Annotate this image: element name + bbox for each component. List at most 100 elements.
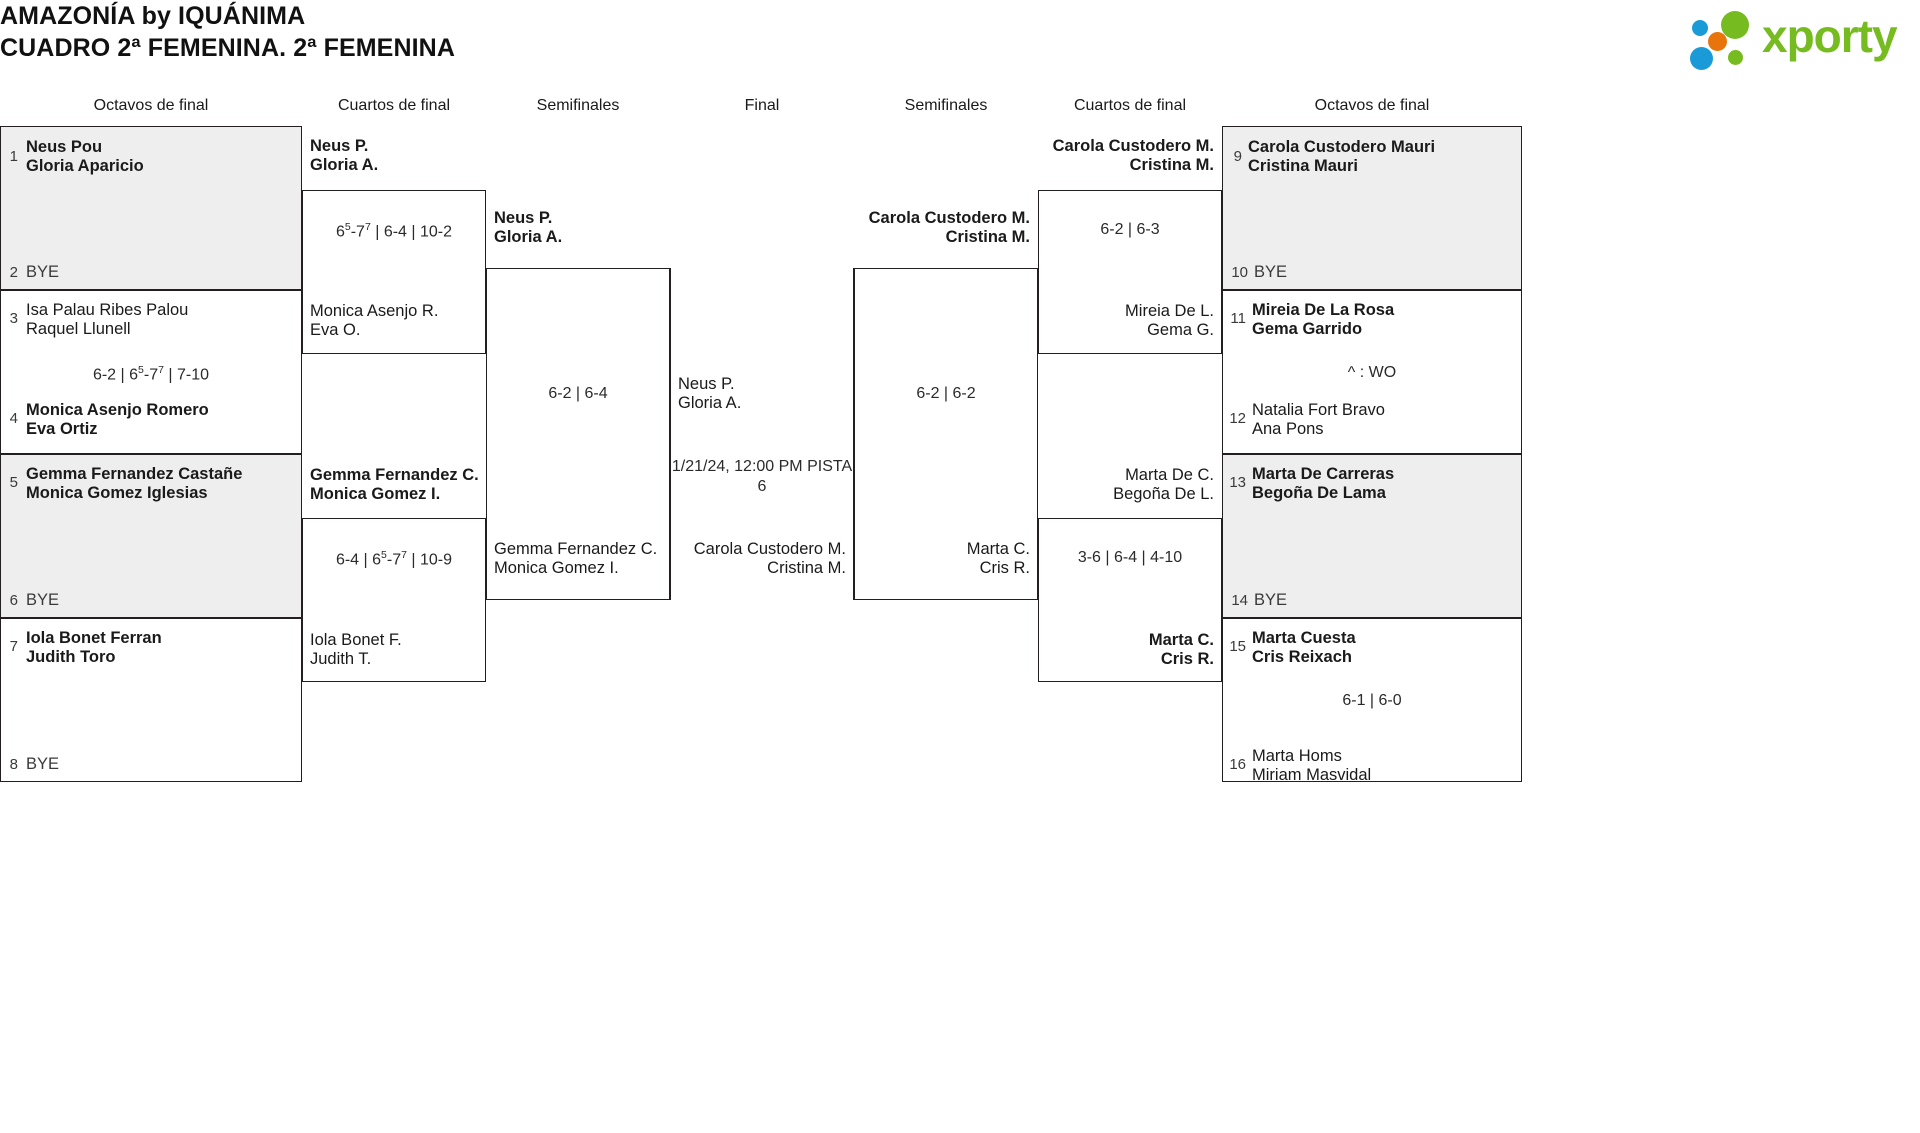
match-score: ^ : WO — [1347, 364, 1397, 381]
match-score: 6-2 | 65-77 | 7-10 — [92, 364, 210, 384]
player-name: Gemma Fernandez Castañe — [26, 465, 243, 483]
r16-match-left-4[interactable] — [0, 618, 302, 782]
player-name: Gema G. — [1147, 321, 1214, 339]
player-name: Neus P. — [494, 209, 553, 227]
player-name: Marta C. — [1148, 631, 1214, 649]
player-name: Monica Gomez Iglesias — [26, 484, 208, 502]
player-name: Monica Gomez I. — [494, 559, 619, 577]
player-name: Cris Reixach — [1252, 648, 1352, 666]
r16-match-left-1[interactable] — [0, 126, 302, 290]
logo-wordmark: xporty — [1762, 10, 1898, 62]
player-name: Cristina M. — [1129, 156, 1214, 174]
seed-number: 12 — [1229, 410, 1246, 427]
seed-number: 14 — [1231, 592, 1248, 609]
round-heading-final: Final — [744, 97, 780, 114]
seed-number: 2 — [9, 264, 18, 281]
seed-number: 10 — [1231, 264, 1248, 281]
player-name: Gema Garrido — [1252, 320, 1363, 338]
player-name: Gemma Fernandez C. — [310, 466, 479, 484]
match-score: 6-1 | 6-0 — [1342, 692, 1402, 709]
player-name: Natalia Fort Bravo — [1252, 401, 1385, 419]
player-name: Cris R. — [979, 559, 1030, 577]
player-name: Judith T. — [310, 650, 372, 668]
seed-number: 5 — [9, 474, 18, 491]
qf-match-right-1[interactable] — [1038, 190, 1222, 354]
player-name: Cris R. — [1160, 650, 1214, 668]
finalist-bottom-name: Cristina M. — [767, 559, 846, 577]
player-name: Mireia De L. — [1125, 302, 1214, 320]
seed-number: 1 — [9, 148, 18, 165]
player-name: Carola Custodero M. — [868, 209, 1030, 227]
seed-number: 13 — [1229, 474, 1246, 491]
player-name: Marta Homs — [1252, 747, 1342, 765]
round-heading-left-sf: Semifinales — [536, 97, 620, 114]
match-score: 6-4 | 65-77 | 10-9 — [335, 549, 453, 569]
player-name: Neus P. — [310, 137, 369, 155]
bye-label: BYE — [26, 755, 60, 773]
seed-number: 16 — [1229, 756, 1246, 773]
player-name: Monica Gomez I. — [310, 485, 441, 503]
player-name: Monica Asenjo Romero — [26, 401, 209, 419]
qf-match-left-2[interactable] — [302, 518, 486, 682]
qf-match-left-1[interactable] — [302, 190, 486, 354]
player-name: Cristina Mauri — [1248, 157, 1359, 175]
page-title: AMAZONÍA by IQUÁNIMA CUADRO 2ª FEMENINA.… — [0, 0, 455, 64]
seed-number: 8 — [9, 756, 18, 773]
player-name: Mireia De La Rosa — [1252, 301, 1395, 319]
player-name: Cristina M. — [945, 228, 1030, 246]
sf-match-right[interactable] — [854, 268, 1038, 600]
player-name: Marta De Carreras — [1252, 465, 1395, 483]
r16-match-right-2[interactable] — [1222, 290, 1522, 454]
sf-match-left[interactable] — [486, 268, 670, 600]
logo-dot-blue-small — [1692, 20, 1708, 36]
tournament-name: AMAZONÍA by IQUÁNIMA — [0, 2, 306, 30]
match-score: 3-6 | 6-4 | 4-10 — [1077, 549, 1183, 566]
player-name: Ana Pons — [1252, 420, 1324, 438]
player-name: Gloria A. — [494, 228, 563, 246]
player-name: Iola Bonet Ferran — [26, 629, 162, 647]
match-score: 6-2 | 6-3 — [1100, 221, 1160, 238]
finalist-top-name: Gloria A. — [678, 394, 742, 412]
seed-number: 3 — [9, 310, 18, 327]
match-score: 6-2 | 6-4 — [548, 385, 608, 402]
r16-match-right-1[interactable] — [1222, 126, 1522, 290]
round-heading-right-qf: Cuartos de final — [1073, 97, 1187, 114]
player-name: Neus Pou — [26, 138, 103, 156]
match-score: 6-2 | 6-2 — [916, 385, 976, 402]
draw-name: CUADRO 2ª FEMENINA. 2ª FEMENINA — [0, 34, 455, 62]
bye-label: BYE — [1254, 263, 1288, 281]
player-name: Marta C. — [966, 540, 1030, 558]
r16-match-left-3[interactable] — [0, 454, 302, 618]
r16-match-left-2[interactable] — [0, 290, 302, 454]
qf-match-right-2[interactable] — [1038, 518, 1222, 682]
player-name: Gloria A. — [310, 156, 379, 174]
xporty-logo: xporty — [1690, 8, 1910, 70]
logo-dot-orange — [1708, 32, 1727, 51]
player-name: Begoña De Lama — [1252, 484, 1386, 502]
finalist-bottom-name: Carola Custodero M. — [693, 540, 846, 558]
logo-dot-green-small — [1728, 50, 1743, 65]
bye-label: BYE — [26, 591, 60, 609]
player-name: Miriam Masvidal — [1252, 766, 1372, 784]
final-schedule: 1/21/24, 12:00 PM PISTA 6 — [671, 458, 853, 495]
player-name: Judith Toro — [26, 648, 116, 666]
seed-number: 7 — [9, 638, 18, 655]
round-heading-right-r16: Octavos de final — [1314, 97, 1430, 114]
logo-dot-blue-large — [1690, 47, 1713, 70]
player-name: Begoña De L. — [1113, 485, 1214, 503]
round-heading-right-sf: Semifinales — [904, 97, 988, 114]
r16-match-right-4[interactable] — [1222, 618, 1522, 782]
seed-number: 15 — [1229, 638, 1246, 655]
seed-number: 6 — [9, 592, 18, 609]
finalist-top-name: Neus P. — [678, 375, 735, 393]
r16-match-right-3[interactable] — [1222, 454, 1522, 618]
bye-label: BYE — [1254, 591, 1288, 609]
player-name: Monica Asenjo R. — [310, 302, 439, 320]
player-name: Iola Bonet F. — [310, 631, 402, 649]
player-name: Gloria Aparicio — [26, 157, 144, 175]
seed-number: 4 — [9, 410, 18, 427]
player-name: Carola Custodero Mauri — [1248, 138, 1436, 156]
round-heading-left-r16: Octavos de final — [93, 97, 209, 114]
player-name: Carola Custodero M. — [1052, 137, 1214, 155]
